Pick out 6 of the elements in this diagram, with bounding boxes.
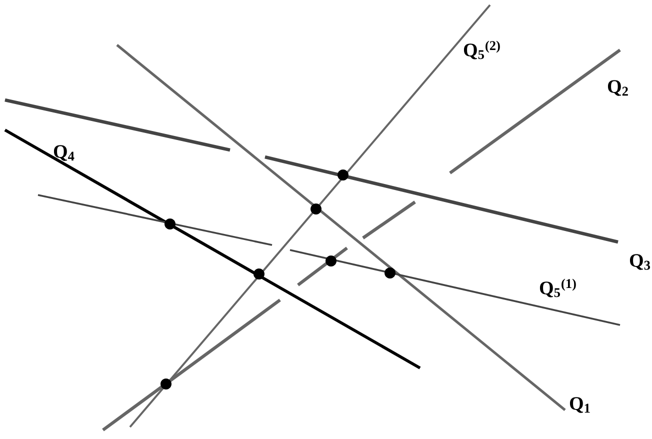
line-label: Q$_{5}$(1) (540, 278, 576, 298)
line-label: Q$_{2}$ (608, 80, 628, 96)
line-label: Q$_{1}$ (570, 397, 590, 413)
line-label: Q$_{5}$(2) (464, 40, 500, 60)
line-label: Q$_{3}$ (630, 254, 650, 270)
line-label: Q$_{4}$ (54, 145, 74, 161)
